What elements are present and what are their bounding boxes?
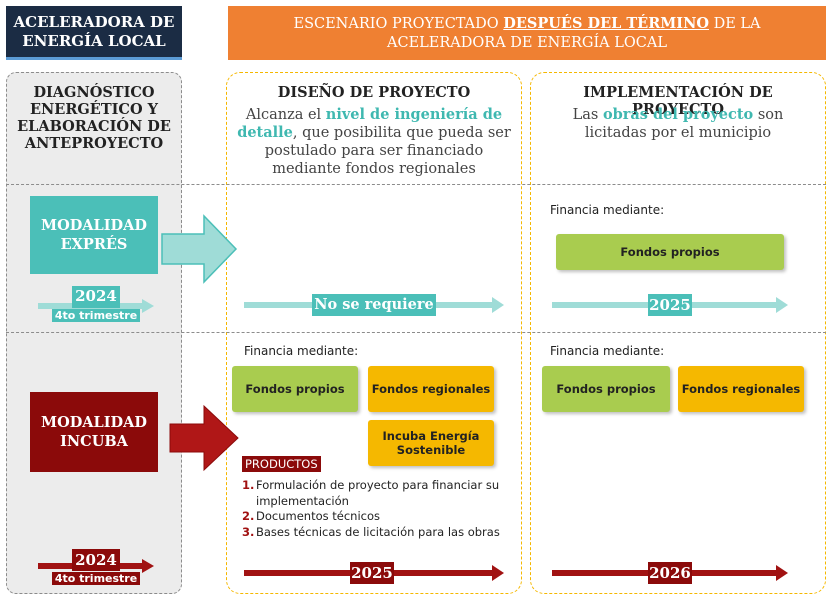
expres-impl-financia: Financia mediante:: [550, 203, 665, 217]
column-diseno: [226, 72, 522, 594]
productos-list: 1.Formulación de proyecto para financiar…: [242, 478, 512, 540]
expres-no-se-requiere: No se requiere: [312, 294, 436, 316]
expres-year: 2024: [75, 287, 117, 305]
producto-item: 1.Formulación de proyecto para financiar…: [242, 478, 512, 509]
expres-impl-fondos-propios: Fondos propios: [556, 234, 784, 270]
expres-impl-year: 2025: [648, 294, 692, 316]
incuba-year: 2024: [75, 551, 117, 569]
incuba-impl-fondos-regionales: Fondos regionales: [678, 366, 804, 412]
impl-desc-pre: Las: [572, 107, 603, 123]
row-separator-1: [6, 184, 826, 185]
column-diagnostico: [6, 72, 182, 594]
producto-text: Documentos técnicos: [256, 509, 381, 523]
modalidad-incuba-box: MODALIDAD INCUBA: [30, 392, 158, 472]
incuba-diseno-fondos-regionales: Fondos regionales: [368, 366, 494, 412]
incuba-diseno-financia: Financia mediante:: [244, 344, 359, 358]
implementacion-description: Las obras del proyecto son licitadas por…: [540, 106, 816, 142]
incuba-quarter: 4to trimestre: [52, 572, 140, 585]
incuba-impl-fondos-propios: Fondos propios: [542, 366, 670, 412]
producto-item: 3.Bases técnicas de licitación para las …: [242, 525, 512, 541]
incuba-diseno-fondos-propios: Fondos propios: [232, 366, 358, 412]
header-bold: DESPUÉS DEL TÉRMINO: [503, 14, 709, 32]
diseno-desc-highlight: nivel de ingeniería de detalle: [237, 106, 503, 141]
impl-desc-post: son licitadas por el municipio: [584, 107, 784, 141]
header-line2: ACELERADORA DE ENERGÍA LOCAL: [387, 34, 667, 51]
diagnostico-title: DIAGNÓSTICO ENERGÉTICO Y ELABORACIÓN DE …: [17, 84, 171, 152]
producto-num: 2.: [242, 509, 255, 523]
header-escenario: ESCENARIO PROYECTADO DESPUÉS DEL TÉRMINO…: [228, 6, 826, 60]
modalidad-expres-box: MODALIDAD EXPRÉS: [30, 196, 158, 274]
diseno-description: Alcanza el nivel de ingeniería de detall…: [234, 106, 514, 178]
expres-quarter: 4to trimestre: [52, 309, 140, 322]
incuba-big-arrow: [169, 404, 239, 472]
producto-text: Bases técnicas de licitación para las ob…: [256, 524, 500, 539]
header-suffix: DE LA: [708, 15, 761, 32]
diseno-desc-pre: Alcanza el: [245, 107, 326, 123]
implementacion-title: IMPLEMENTACIÓN DE PROYECTO: [583, 84, 773, 118]
incuba-diseno-year: 2025: [350, 562, 394, 584]
header-aceleradora: ACELERADORA DE ENERGÍA LOCAL: [6, 6, 182, 60]
productos-title: PRODUCTOS: [242, 456, 321, 472]
incuba-impl-year: 2026: [648, 562, 692, 584]
expres-big-arrow: [161, 214, 238, 284]
expres-year-tag: [72, 286, 120, 308]
producto-num: 1.: [242, 478, 255, 492]
row-separator-2: [6, 332, 826, 333]
incuba-impl-financia: Financia mediante:: [550, 344, 665, 358]
header-prefix: ESCENARIO PROYECTADO: [293, 15, 504, 32]
producto-num: 3.: [242, 524, 255, 539]
producto-text: Formulación de proyecto para financiar s…: [256, 478, 500, 508]
producto-item: 2.Documentos técnicos: [242, 509, 512, 525]
incuba-diseno-incuba-energia: Incuba Energía Sostenible: [368, 420, 494, 466]
column-implementacion: [530, 72, 826, 594]
diseno-desc-post: , que posibilita que pueda ser postulado…: [264, 125, 511, 177]
impl-desc-highlight: obras del proyecto: [602, 106, 754, 123]
diseno-title: DISEÑO DE PROYECTO: [277, 84, 471, 101]
incuba-year-tag: [72, 549, 120, 571]
